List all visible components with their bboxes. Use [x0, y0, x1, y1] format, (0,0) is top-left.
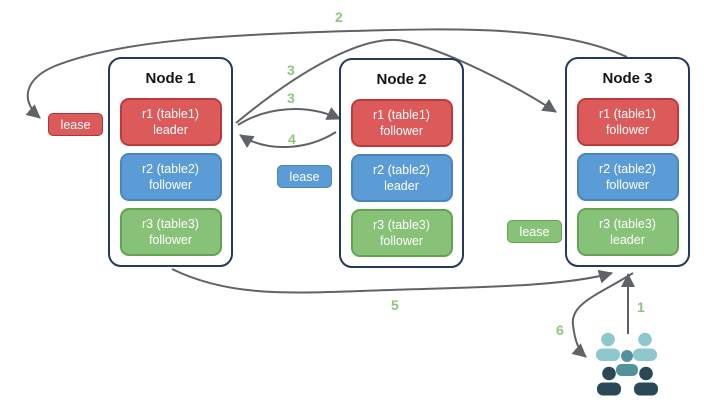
arrow-step-4: [239, 131, 337, 149]
node-2-title: Node 2: [376, 71, 427, 88]
node-3-replica-r2: r2 (table2) follower: [576, 153, 679, 201]
arrow-step-3-to-node2: [237, 107, 341, 126]
replica-role: leader: [153, 123, 188, 137]
lease-badge-blue: lease: [277, 165, 332, 188]
replica-name: r2 (table2): [373, 162, 430, 177]
node-1-title: Node 1: [145, 70, 196, 87]
node-3-title: Node 3: [602, 70, 653, 87]
replica-role: follower: [605, 123, 650, 137]
node-3-replica-r3: r3 (table3) leader: [576, 208, 679, 256]
replica-role: leader: [384, 179, 419, 193]
replica-name: r3 (table3): [373, 217, 430, 232]
arrow-step-6: [571, 272, 634, 358]
lease-badge-green: lease: [507, 220, 562, 243]
node-1-replica-r1: r1 (table1) leader: [119, 98, 222, 146]
replica-name: r1 (table1): [599, 106, 656, 121]
node-3-replica-r1: r1 (table1) follower: [576, 98, 679, 146]
replica-name: r2 (table2): [599, 161, 656, 176]
arrow-step-5: [171, 268, 613, 294]
replica-role: follower: [605, 178, 650, 192]
lease-badge-red: lease: [48, 113, 103, 136]
node-1-replica-r2: r2 (table2) follower: [119, 153, 222, 201]
step-label-3a: 3: [287, 62, 295, 78]
node-3: Node 3 r1 (table1) follower r2 (table2) …: [565, 57, 690, 267]
replica-role: follower: [148, 233, 193, 247]
node-2-replica-r3: r3 (table3) follower: [350, 209, 453, 257]
replica-name: r1 (table1): [373, 107, 430, 122]
replica-name: r1 (table1): [142, 106, 199, 121]
node-2-replica-r1: r1 (table1) follower: [350, 99, 453, 147]
step-label-1: 1: [637, 299, 645, 315]
replica-name: r2 (table2): [142, 161, 199, 176]
replica-role: follower: [379, 234, 424, 248]
node-2-replica-r2: r2 (table2) leader: [350, 154, 453, 202]
replica-name: r3 (table3): [142, 216, 199, 231]
arrow-step-3-to-node3: [235, 38, 557, 124]
node-1: Node 1 r1 (table1) leader r2 (table2) fo…: [108, 57, 233, 267]
step-label-6: 6: [556, 322, 564, 338]
step-label-3b: 3: [287, 90, 295, 106]
node-2: Node 2 r1 (table1) follower r2 (table2) …: [339, 58, 464, 268]
replica-role: leader: [610, 233, 645, 247]
arrow-step-2: [25, 28, 628, 119]
node-1-replica-r3: r3 (table3) follower: [119, 208, 222, 256]
replica-role: follower: [379, 124, 424, 138]
users-group-icon: [596, 332, 658, 396]
step-label-2: 2: [335, 9, 343, 25]
replica-role: follower: [148, 178, 193, 192]
replica-name: r3 (table3): [599, 216, 656, 231]
step-label-4: 4: [288, 131, 296, 147]
step-label-5: 5: [391, 297, 399, 313]
